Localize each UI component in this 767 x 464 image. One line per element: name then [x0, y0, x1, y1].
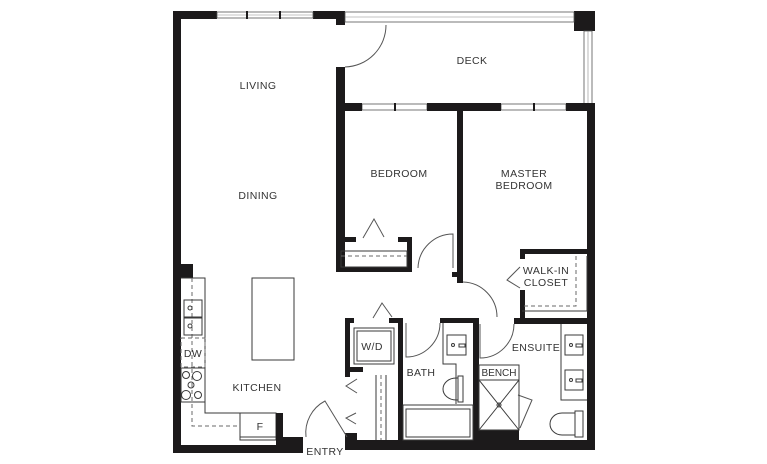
label-bath: BATH [407, 367, 436, 379]
label-bedroom: BEDROOM [370, 168, 427, 180]
label-ensuite: ENSUITE [512, 342, 560, 354]
label-dishwasher: DW [184, 348, 202, 360]
room-labels: LIVING DECK DINING BEDROOM MASTER BEDROO… [184, 55, 569, 458]
label-wd: W/D [361, 341, 383, 353]
label-master-line1: MASTER [501, 168, 547, 180]
interior-walls [336, 67, 595, 444]
fixtures [180, 250, 588, 445]
label-master-line2: BEDROOM [495, 180, 552, 192]
label-entry: ENTRY [306, 446, 343, 458]
label-walkin-line1: WALK-IN [523, 265, 569, 277]
label-dining: DINING [238, 190, 277, 202]
label-kitchen: KITCHEN [233, 382, 282, 394]
exterior-walls [173, 11, 595, 453]
label-walkin-line2: CLOSET [524, 277, 569, 289]
label-living: LIVING [240, 80, 277, 92]
doors [305, 24, 533, 438]
label-fridge: F [257, 421, 264, 433]
label-bench: BENCH [481, 368, 516, 379]
label-deck: DECK [457, 55, 488, 67]
windows [216, 11, 593, 111]
